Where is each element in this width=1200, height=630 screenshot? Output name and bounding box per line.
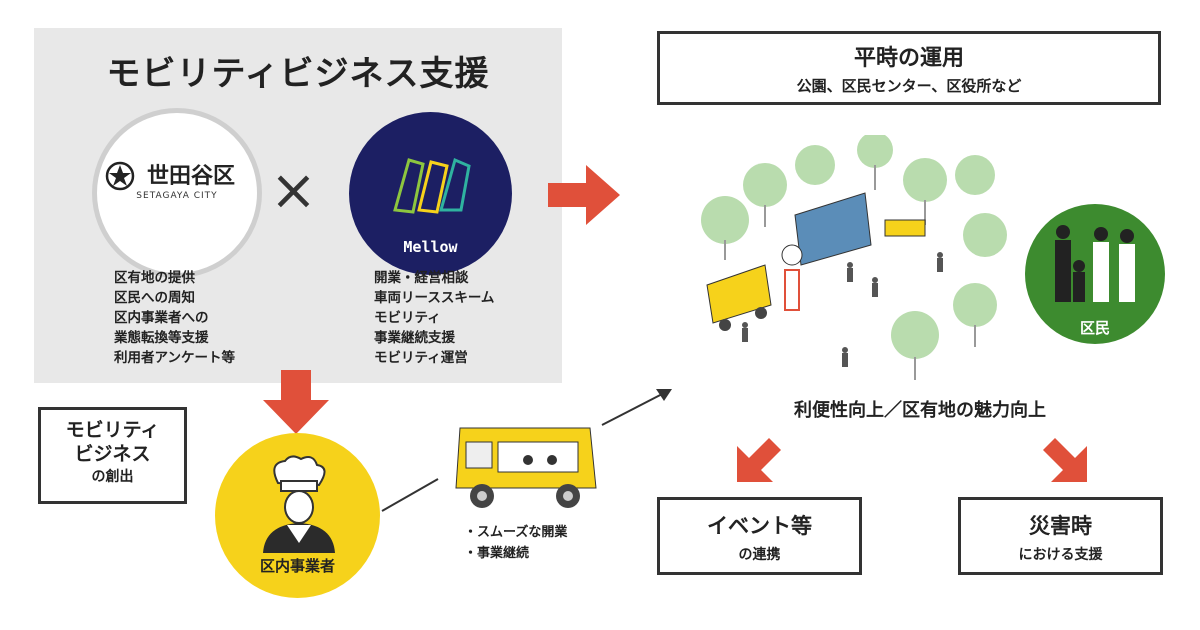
list-item: 開業・経営相談 bbox=[374, 270, 469, 286]
creation-line2: ビジネス bbox=[74, 443, 151, 465]
citizens-circle: 区民 bbox=[1025, 204, 1165, 344]
list-item: 区民への周知 bbox=[114, 290, 195, 306]
normal-operation-title: 平時の運用 bbox=[853, 46, 964, 71]
mellow-mark-icon bbox=[393, 157, 471, 214]
truck-notes: ・スムーズな開業 ・事業継続 bbox=[464, 522, 567, 564]
setagaya-logo: 世田谷区 SETAGAYA CITY bbox=[92, 108, 262, 278]
list-item: 事業継続支援 bbox=[374, 330, 455, 346]
setagaya-support-list: 区有地の提供 区民への周知 区内事業者への 業態転換等支援 利用者アンケート等 bbox=[114, 268, 235, 368]
mellow-support-list: 開業・経営相談 車両リーススキーム モビリティ 事業継続支援 モビリティ運営 bbox=[374, 268, 494, 368]
event-subtitle: の連携 bbox=[738, 547, 781, 563]
mellow-name: Mellow bbox=[403, 238, 458, 256]
list-item: 車両リーススキーム bbox=[374, 290, 495, 306]
local-operator-circle: 区内事業者 bbox=[215, 433, 380, 598]
setagaya-emblem-icon bbox=[105, 161, 135, 191]
arrow-down-right-icon bbox=[1043, 438, 1087, 482]
creation-line1: モビリティ bbox=[65, 419, 160, 441]
normal-operation-box: 平時の運用 公園、区民センター、区役所など bbox=[657, 31, 1161, 105]
disaster-title: 災害時 bbox=[1029, 514, 1092, 538]
local-operator-label: 区内事業者 bbox=[259, 557, 335, 575]
support-title: モビリティビジネス支援 bbox=[106, 54, 490, 94]
disaster-box: 災害時 における支援 bbox=[958, 497, 1163, 575]
setagaya-name: 世田谷区 bbox=[146, 164, 235, 189]
benefit-label: 利便性向上／区有地の魅力向上 bbox=[794, 400, 1046, 421]
list-item: モビリティ bbox=[374, 310, 441, 326]
chef-icon bbox=[263, 455, 335, 553]
list-item: 業態転換等支援 bbox=[114, 330, 209, 346]
food-truck-illustration bbox=[455, 427, 597, 508]
arrow-down-icon bbox=[263, 370, 329, 434]
connector-lines bbox=[381, 389, 672, 512]
list-item: ・スムーズな開業 bbox=[464, 525, 568, 540]
normal-operation-subtitle: 公園、区民センター、区役所など bbox=[796, 77, 1022, 95]
business-creation-box: モビリティ ビジネス の創出 bbox=[38, 407, 187, 504]
park-scene-illustration bbox=[701, 135, 1007, 380]
list-item: 区有地の提供 bbox=[114, 270, 195, 286]
support-panel: モビリティビジネス支援 世田谷区 SETAGAYA CITY × Mellow … bbox=[34, 28, 562, 383]
setagaya-sub: SETAGAYA CITY bbox=[136, 191, 218, 201]
arrow-down-left-icon bbox=[737, 438, 781, 482]
mellow-logo: Mellow bbox=[349, 112, 512, 275]
disaster-subtitle: における支援 bbox=[1018, 547, 1103, 563]
cross-symbol: × bbox=[270, 158, 317, 223]
list-item: モビリティ運営 bbox=[374, 350, 468, 366]
family-icon bbox=[1055, 225, 1135, 302]
event-title: イベント等 bbox=[707, 514, 812, 538]
list-item: 区内事業者への bbox=[114, 310, 209, 326]
arrow-right-icon bbox=[548, 165, 620, 225]
creation-line3: の創出 bbox=[91, 469, 134, 485]
event-box: イベント等 の連携 bbox=[657, 497, 862, 575]
citizens-label: 区民 bbox=[1079, 319, 1110, 337]
list-item: 利用者アンケート等 bbox=[114, 350, 235, 366]
list-item: ・事業継続 bbox=[464, 546, 530, 561]
